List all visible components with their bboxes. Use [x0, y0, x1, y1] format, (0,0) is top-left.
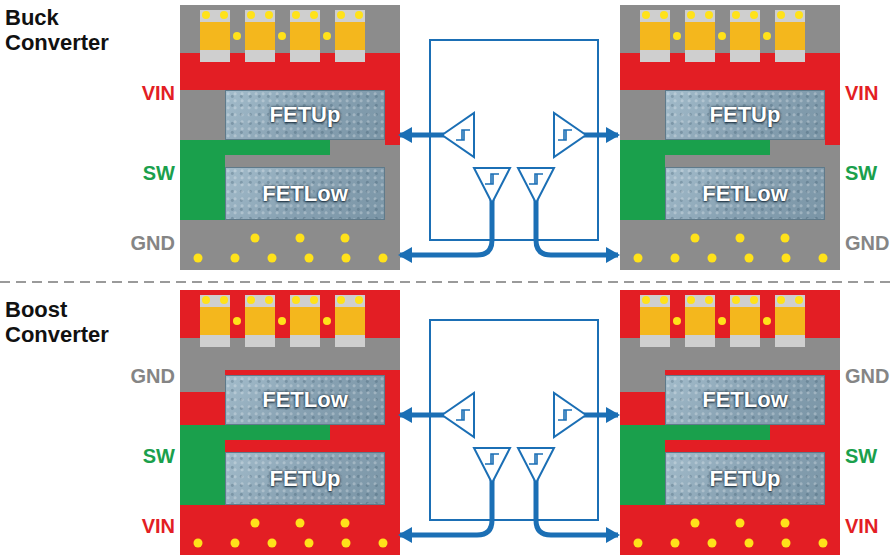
fet-box: FETLow [225, 167, 385, 220]
fet-box: FETUp [225, 452, 385, 505]
fet-box: FETUp [225, 90, 385, 140]
gate-driver [400, 320, 618, 535]
divider-line [0, 281, 895, 283]
fet-label: FETLow [262, 181, 348, 207]
net-label: SW [110, 162, 175, 185]
fet-label: FETLow [262, 387, 348, 413]
net-label: SW [845, 445, 893, 468]
fet-label: FETUp [710, 102, 781, 128]
fet-label: FETLow [702, 181, 788, 207]
fet-label: FETUp [710, 466, 781, 492]
net-label: SW [845, 162, 893, 185]
fet-box: FETUp [665, 90, 825, 140]
net-label: VIN [110, 82, 175, 105]
net-label: VIN [845, 82, 893, 105]
fet-box: FETUp [665, 452, 825, 505]
fet-box: FETLow [225, 375, 385, 425]
fet-label: FETUp [270, 102, 341, 128]
pcb-board [180, 290, 400, 555]
section-title: Boost Converter [5, 297, 135, 348]
pcb-board [620, 290, 840, 555]
net-label: GND [845, 365, 893, 388]
net-label: SW [110, 445, 175, 468]
net-label: GND [110, 365, 175, 388]
gate-driver [400, 40, 618, 255]
net-label: VIN [845, 515, 893, 538]
fet-label: FETLow [702, 387, 788, 413]
net-label: VIN [110, 515, 175, 538]
fet-box: FETLow [665, 375, 825, 425]
net-label: GND [845, 232, 893, 255]
fet-label: FETUp [270, 466, 341, 492]
net-label: GND [110, 232, 175, 255]
fet-box: FETLow [665, 167, 825, 220]
pcb-board [620, 5, 840, 270]
section-title: Buck Converter [5, 5, 135, 56]
pcb-board [180, 5, 400, 270]
